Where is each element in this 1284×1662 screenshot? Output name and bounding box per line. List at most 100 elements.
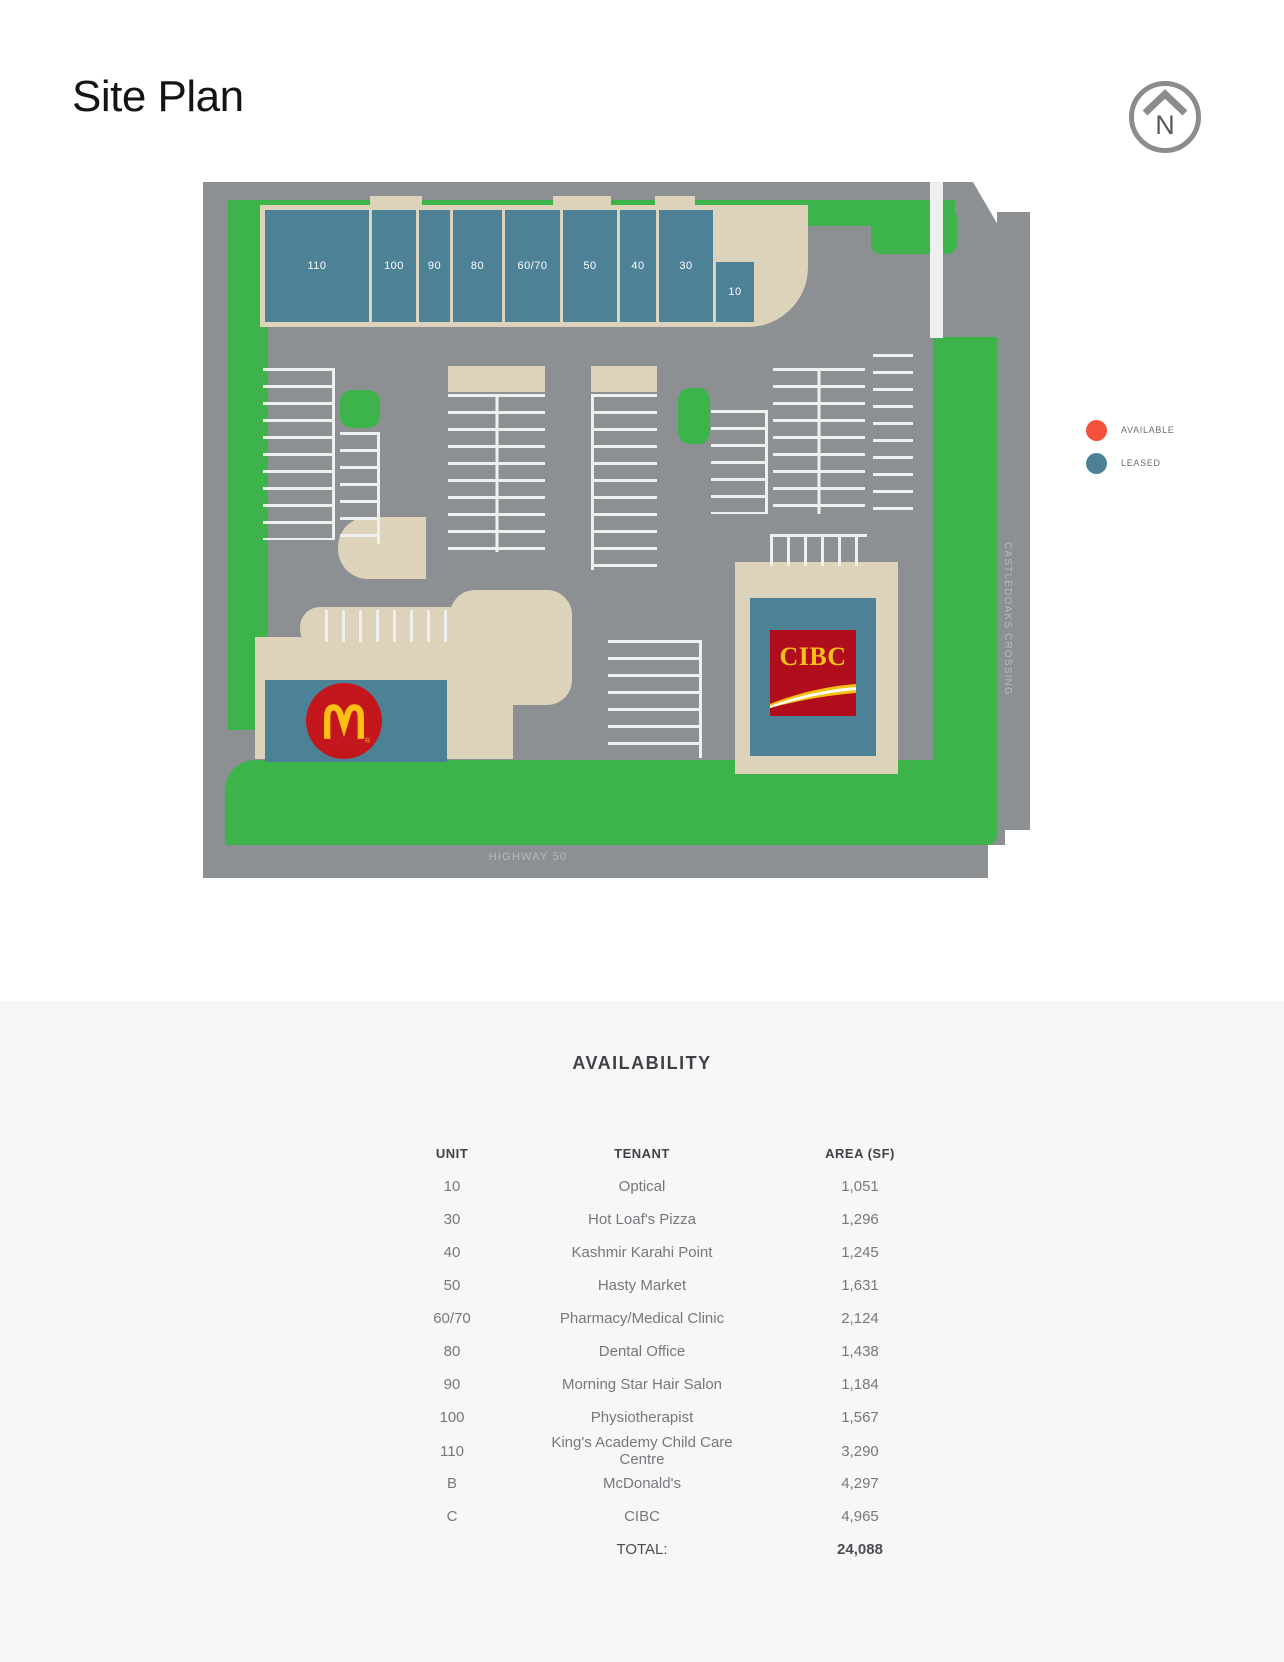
cell-tenant: Pharmacy/Medical Clinic [559,1310,725,1327]
column-header-area: AREA (SF) [825,1146,895,1161]
unit-40: 40 [620,210,656,322]
landscaping-top-right [871,208,957,254]
parking-stalls [591,394,657,570]
cell-unit: 50 [443,1277,461,1294]
parking-stalls [608,640,702,758]
north-arrow-icon [1142,89,1188,116]
cell-unit: 10 [443,1178,461,1195]
availability-table-header: UNIT TENANT AREA (SF) [362,1137,978,1170]
parking-island [448,366,545,392]
availability-table-body: 10 Optical 1,051 30 Hot Loaf's Pizza 1,2… [362,1170,978,1533]
table-row: 10 Optical 1,051 [362,1170,978,1203]
parking-stalls [448,394,545,552]
unit-110: 110 [265,210,369,322]
highway-50-road [203,845,988,878]
cell-unit: B [446,1475,457,1492]
cell-area: 2,124 [841,1310,879,1327]
parking-stalls [325,610,449,642]
cell-unit: 60/70 [433,1310,471,1327]
cell-unit: 100 [439,1409,465,1426]
unit-50-label: 50 [583,260,597,272]
cell-tenant: Hot Loaf's Pizza [588,1211,696,1228]
table-row: C CIBC 4,965 [362,1500,978,1533]
cell-tenant: Kashmir Karahi Point [571,1244,713,1261]
unit-10-label: 10 [728,286,742,298]
sidewalk-bump [655,196,695,208]
cell-area: 1,296 [841,1211,879,1228]
availability-table: UNIT TENANT AREA (SF) 10 Optical 1,051 3… [362,1137,978,1566]
legend-available-label: AVAILABLE [1121,425,1175,435]
column-header-unit: UNIT [435,1146,469,1161]
cell-area: 4,965 [841,1508,879,1525]
compass-n-label: N [1155,110,1175,140]
table-row: 80 Dental Office 1,438 [362,1335,978,1368]
unit-60-70-label: 60/70 [517,260,548,272]
total-value: 24,088 [837,1541,883,1558]
cell-area: 4,297 [841,1475,879,1492]
parking-stalls [711,410,768,514]
castledoaks-crossing-road [997,212,1030,830]
cell-tenant: Physiotherapist [590,1409,694,1426]
page-title: Site Plan [72,72,244,121]
unit-100: 100 [372,210,416,322]
north-compass-icon: N [1129,81,1201,153]
availability-heading: AVAILABILITY [572,1053,712,1073]
table-row: B McDonald's 4,297 [362,1467,978,1500]
table-row: 40 Kashmir Karahi Point 1,245 [362,1236,978,1269]
unit-50: 50 [563,210,617,322]
table-row: 60/70 Pharmacy/Medical Clinic 2,124 [362,1302,978,1335]
cell-tenant: Hasty Market [597,1277,687,1294]
unit-30: 30 [659,210,713,322]
cell-tenant: Optical [618,1178,666,1195]
cell-area: 1,051 [841,1178,879,1195]
unit-40-label: 40 [631,260,645,272]
cell-area: 1,567 [841,1409,879,1426]
table-row: 30 Hot Loaf's Pizza 1,296 [362,1203,978,1236]
table-row: 50 Hasty Market 1,631 [362,1269,978,1302]
cell-tenant: Dental Office [598,1343,686,1360]
legend-leased-label: LEASED [1121,458,1161,468]
unit-30-label: 30 [679,260,693,272]
leased-dot-icon [1086,452,1107,474]
castledoaks-crossing-label: CASTLEDOAKS CROSSING [1002,542,1013,697]
mcdonalds-building: ® [265,680,447,762]
unit-10: 10 [716,262,754,322]
landscaping-bottom [225,760,990,845]
parking-stalls [773,368,865,514]
table-row: 110 King's Academy Child Care Centre 3,2… [362,1434,978,1468]
cibc-swoosh-icon [770,684,856,708]
unit-100-label: 100 [384,260,404,272]
legend-item-leased: LEASED [1086,452,1175,474]
cell-unit: 80 [443,1343,461,1360]
column-header-tenant: TENANT [614,1146,670,1161]
table-row: 90 Morning Star Hair Salon 1,184 [362,1368,978,1401]
landscaping-island [678,388,710,444]
unit-90: 90 [419,210,450,322]
unit-110-label: 110 [307,260,327,272]
legend-item-available: AVAILABLE [1086,419,1175,441]
availability-total-row: TOTAL: 24,088 [362,1533,978,1566]
cell-area: 3,290 [841,1442,879,1460]
cell-tenant: CIBC [624,1508,660,1525]
unit-60-70: 60/70 [505,210,560,322]
cell-unit: 30 [443,1211,461,1228]
site-plan-map: 110 100 90 80 60/70 50 40 30 10 ® CIBC C… [203,182,1030,878]
mcdonalds-logo-icon: ® [306,683,382,759]
cell-tenant: McDonald's [603,1475,681,1492]
unit-90-label: 90 [427,260,442,272]
cell-area: 1,631 [841,1277,879,1294]
table-row: 100 Physiotherapist 1,567 [362,1401,978,1434]
cibc-building: CIBC [750,598,876,756]
cell-unit: 40 [443,1244,461,1261]
parking-island [591,366,657,392]
cell-unit: 110 [440,1442,464,1460]
cell-area: 1,438 [841,1343,879,1360]
cibc-logo: CIBC [770,630,856,716]
parking-stalls [340,432,380,544]
parking-stalls [263,368,335,540]
landscaping-island [340,390,380,428]
cell-area: 1,245 [841,1244,879,1261]
highway-50-label: HIGHWAY 50 [488,851,568,863]
curb-line [930,182,943,338]
cell-tenant: Morning Star Hair Salon [561,1376,723,1393]
